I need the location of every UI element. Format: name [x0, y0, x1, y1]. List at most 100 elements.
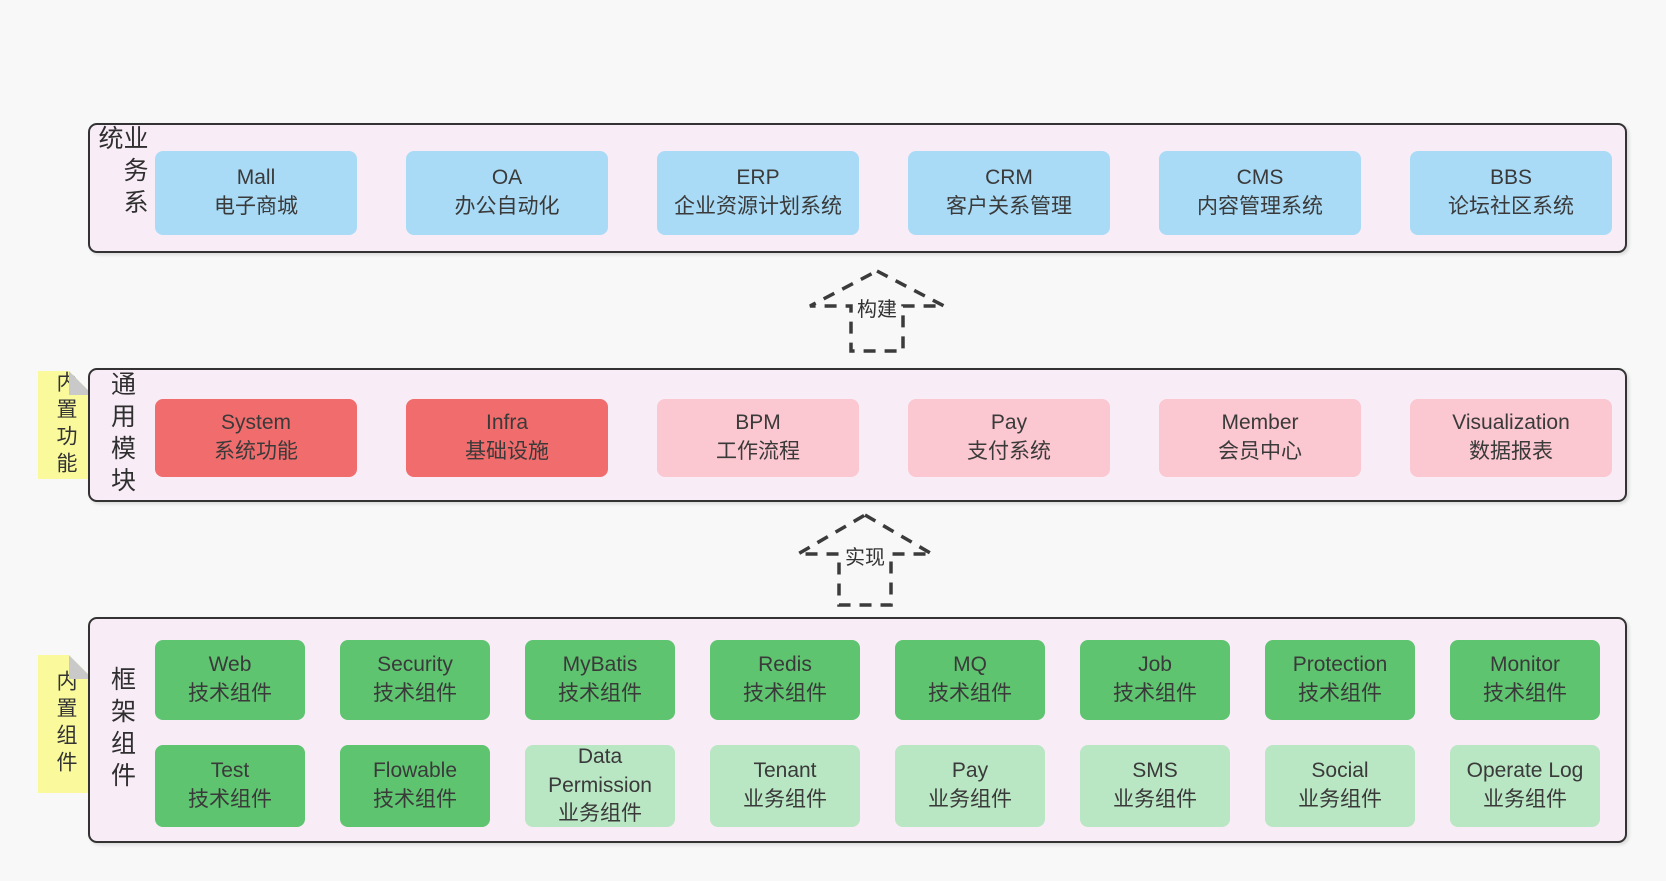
common-modules-layer: 通用模块 System 系统功能 Infra 基础设施 BPM 工作流程 Pay…: [88, 368, 1627, 502]
implement-arrow-label: 实现: [842, 540, 888, 571]
box-title: Monitor: [1489, 653, 1561, 677]
box-subtitle: 技术组件: [1483, 682, 1567, 705]
box-title: Mall: [236, 166, 276, 190]
box-subtitle: 技术组件: [743, 682, 827, 705]
up-arrow-icon: [795, 512, 935, 607]
box-infra: Infra 基础设施: [406, 399, 608, 477]
box-title: ERP: [736, 166, 780, 190]
layer-label-zone: 通用模块: [90, 370, 152, 500]
box-social: Social 业务组件: [1265, 745, 1415, 827]
implement-arrow: 实现: [795, 512, 935, 608]
box-subtitle: 技术组件: [928, 682, 1012, 705]
box-title: Redis: [758, 653, 812, 677]
box-subtitle: 业务组件: [558, 802, 642, 826]
box-sms: SMS 业务组件: [1080, 745, 1230, 827]
box-title: Data Permission: [548, 744, 652, 797]
box-subtitle: 业务组件: [1113, 788, 1197, 811]
box-visualization: Visualization 数据报表: [1410, 399, 1612, 477]
common-modules-layer-label: 通用模块: [107, 371, 136, 499]
built-in-components-tab: 内置组件: [38, 655, 93, 793]
box-bbs: BBS 论坛社区系统: [1410, 151, 1612, 235]
box-subtitle: 技术组件: [1113, 682, 1197, 705]
business-systems-layer: 业务系统 Mall 电子商城 OA 办公自动化 ERP 企业资源计划系统 CRM…: [88, 123, 1627, 253]
box-title: MQ: [953, 653, 987, 677]
box-title: Infra: [485, 411, 529, 435]
box-mall: Mall 电子商城: [155, 151, 357, 235]
box-cms: CMS 内容管理系统: [1159, 151, 1361, 235]
box-title: Pay: [990, 411, 1028, 435]
built-in-features-label: 内置功能: [54, 371, 77, 479]
box-subtitle: 业务组件: [1298, 788, 1382, 811]
box-subtitle: 系统功能: [214, 440, 298, 463]
framework-components-layer-label: 框架组件: [107, 666, 136, 794]
box-monitor: Monitor 技术组件: [1450, 640, 1600, 720]
box-subtitle: 企业资源计划系统: [674, 195, 842, 218]
layer-label-zone: 业务系统: [90, 125, 152, 251]
box-subtitle: 业务组件: [743, 788, 827, 811]
tech-components-row: Web 技术组件 Security 技术组件 MyBatis 技术组件 Redi…: [155, 640, 1600, 720]
common-modules-row: System 系统功能 Infra 基础设施 BPM 工作流程 Pay 支付系统…: [155, 399, 1612, 477]
box-subtitle: 技术组件: [373, 788, 457, 811]
box-subtitle: 客户关系管理: [946, 195, 1072, 218]
box-subtitle: 技术组件: [558, 682, 642, 705]
box-subtitle: 内容管理系统: [1197, 195, 1323, 218]
box-tenant: Tenant 业务组件: [710, 745, 860, 827]
box-security: Security 技术组件: [340, 640, 490, 720]
box-pay-component: Pay 业务组件: [895, 745, 1045, 827]
box-title: Member: [1221, 411, 1299, 435]
box-subtitle: 业务组件: [928, 788, 1012, 811]
box-title: Pay: [951, 759, 989, 783]
box-mybatis: MyBatis 技术组件: [525, 640, 675, 720]
box-subtitle: 支付系统: [967, 440, 1051, 463]
box-title: OA: [491, 166, 523, 190]
layer-label-zone: 框架组件: [90, 619, 152, 841]
box-subtitle: 数据报表: [1469, 440, 1553, 463]
box-protection: Protection 技术组件: [1265, 640, 1415, 720]
box-title: SMS: [1132, 759, 1178, 783]
box-title: Operate Log: [1466, 759, 1584, 783]
box-subtitle: 基础设施: [465, 440, 549, 463]
box-title: Flowable: [372, 759, 458, 783]
box-data-permission: Data Permission 业务组件: [525, 745, 675, 827]
box-oa: OA 办公自动化: [406, 151, 608, 235]
box-subtitle: 技术组件: [188, 788, 272, 811]
box-test: Test 技术组件: [155, 745, 305, 827]
business-systems-row: Mall 电子商城 OA 办公自动化 ERP 企业资源计划系统 CRM 客户关系…: [155, 151, 1612, 235]
box-subtitle: 业务组件: [1483, 788, 1567, 811]
box-title: Web: [208, 653, 252, 677]
box-bpm: BPM 工作流程: [657, 399, 859, 477]
box-title: Tenant: [753, 759, 817, 783]
box-title: CRM: [985, 166, 1033, 190]
box-title: BBS: [1489, 166, 1533, 190]
box-web: Web 技术组件: [155, 640, 305, 720]
box-subtitle: 工作流程: [716, 440, 800, 463]
box-flowable: Flowable 技术组件: [340, 745, 490, 827]
biz-components-row: Test 技术组件 Flowable 技术组件 Data Permission …: [155, 745, 1600, 827]
box-title: System: [220, 411, 291, 435]
box-title: Protection: [1292, 653, 1388, 677]
box-operate-log: Operate Log 业务组件: [1450, 745, 1600, 827]
box-redis: Redis 技术组件: [710, 640, 860, 720]
box-subtitle: 电子商城: [214, 195, 298, 218]
box-title: BPM: [735, 411, 781, 435]
box-subtitle: 论坛社区系统: [1448, 195, 1574, 218]
box-system: System 系统功能: [155, 399, 357, 477]
box-pay-module: Pay 支付系统: [908, 399, 1110, 477]
box-crm: CRM 客户关系管理: [908, 151, 1110, 235]
box-erp: ERP 企业资源计划系统: [657, 151, 859, 235]
framework-components-layer: 框架组件 Web 技术组件 Security 技术组件 MyBatis 技术组件…: [88, 617, 1627, 843]
box-job: Job 技术组件: [1080, 640, 1230, 720]
box-mq: MQ 技术组件: [895, 640, 1045, 720]
box-subtitle: 技术组件: [1298, 682, 1382, 705]
box-subtitle: 办公自动化: [454, 195, 560, 218]
box-title: MyBatis: [562, 653, 638, 677]
business-systems-layer-label: 业务系统: [95, 125, 148, 221]
box-title: Social: [1311, 759, 1369, 783]
build-arrow-label: 构建: [854, 292, 900, 323]
box-subtitle: 技术组件: [373, 682, 457, 705]
box-subtitle: 会员中心: [1218, 440, 1302, 463]
built-in-features-tab: 内置功能: [38, 371, 93, 479]
box-title: Security: [377, 653, 453, 677]
box-title: Test: [210, 759, 250, 783]
